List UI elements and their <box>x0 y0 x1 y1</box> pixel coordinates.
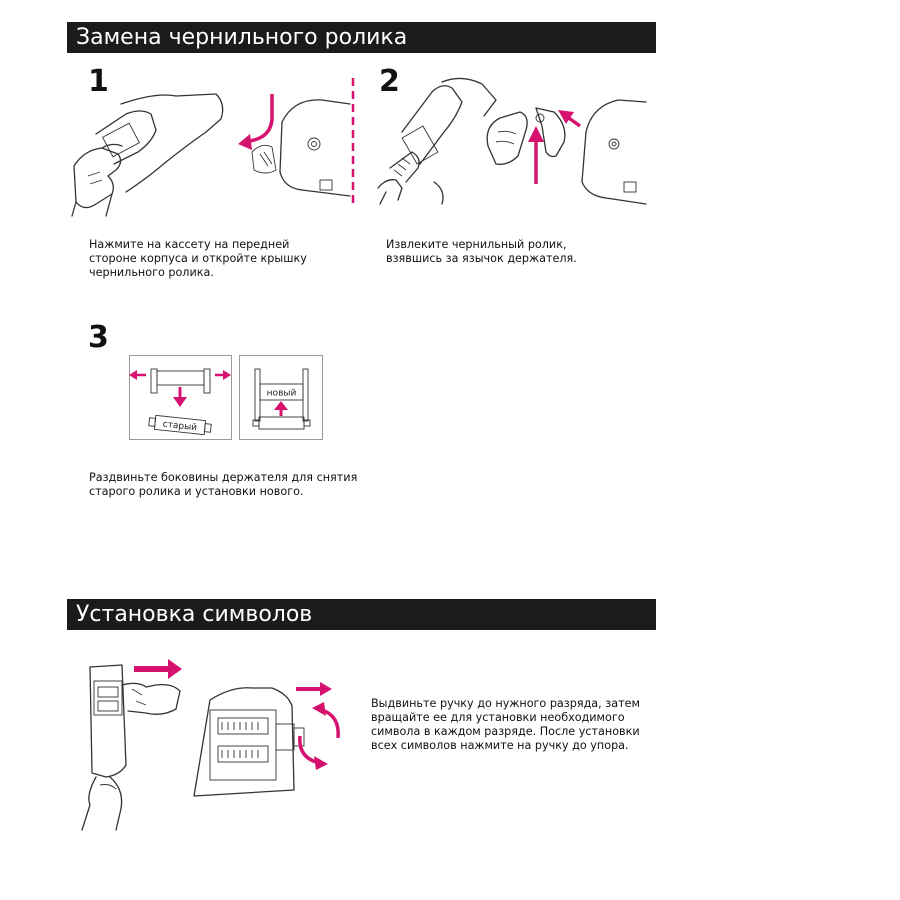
step-2-caption: Извлеките чернильный ролик, взявшись за … <box>386 238 577 266</box>
step-1-number: 1 <box>88 64 109 99</box>
step-1-caption-line: чернильного ролика. <box>89 266 214 279</box>
new-roller-label: новый <box>267 389 297 399</box>
step-2-caption-line: Извлеките чернильный ролик, <box>386 238 567 251</box>
section-title-symbols: Установка символов <box>67 599 656 630</box>
step-3-insert-new-roller-diagram: новый <box>239 355 323 440</box>
symbols-caption-line: всех символов нажмите на ручку до упора. <box>371 739 629 752</box>
step-1-open-cover-illustration <box>238 94 351 197</box>
symbols-rotate-knob-illustration <box>193 682 340 797</box>
symbols-hand-illustration <box>81 659 182 831</box>
symbols-caption: Выдвиньте ручку до нужного разряда, зате… <box>371 697 640 753</box>
step-3-remove-old-roller-diagram: старый <box>129 355 232 440</box>
step-3-caption-line: старого ролика и установки нового. <box>89 485 304 498</box>
symbols-caption-line: вращайте ее для установки необходимого <box>371 711 625 724</box>
step-1-caption-line: Нажмите на кассету на передней <box>89 238 290 251</box>
step-2-caption-line: взявшись за язычок держателя. <box>386 252 577 265</box>
symbols-caption-line: Выдвиньте ручку до нужного разряда, зате… <box>371 697 640 710</box>
step-2-remove-roller-illustration <box>486 99 647 205</box>
symbols-caption-line: символа в каждом разряде. После установк… <box>371 725 640 738</box>
step-1-hand-illustration <box>71 93 224 217</box>
step-1-caption: Нажмите на кассету на передней стороне к… <box>89 238 307 280</box>
step-3-caption-line: Раздвиньте боковины держателя для снятия <box>89 471 358 484</box>
old-roller-label: старый <box>162 420 197 434</box>
step-3-number: 3 <box>88 320 109 355</box>
step-divider <box>351 78 355 208</box>
step-3-caption: Раздвиньте боковины держателя для снятия… <box>89 471 357 499</box>
step-2-hand-illustration <box>377 77 497 205</box>
section-title-ink-roller: Замена чернильного ролика <box>67 22 656 53</box>
step-1-caption-line: стороне корпуса и откройте крышку <box>89 252 307 265</box>
step-2-number: 2 <box>379 64 400 99</box>
